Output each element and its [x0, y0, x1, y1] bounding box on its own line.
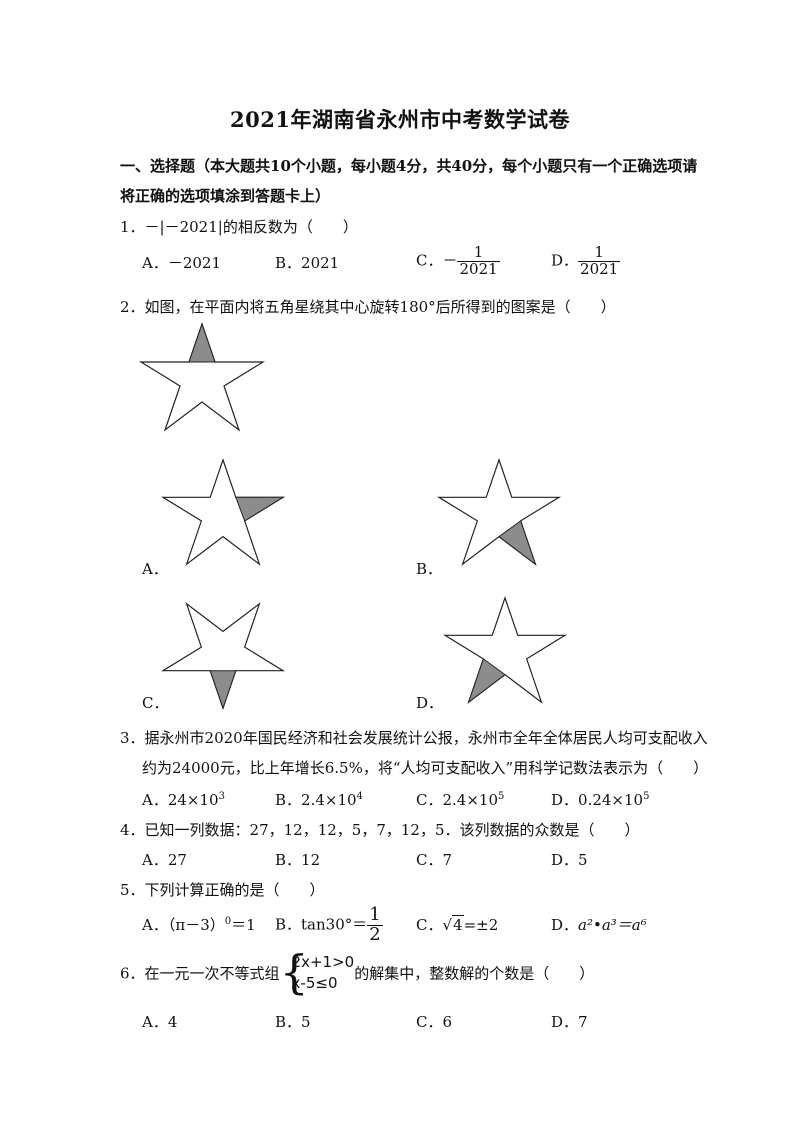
star-outline [160, 602, 286, 710]
q1-d-numerator: 1 [594, 243, 604, 261]
q3-d-exponent: 5 [643, 791, 650, 802]
q6-option-b: B．5 [275, 1013, 311, 1031]
section-heading-line2: 将正确的选项填涂到答题卡上） [120, 187, 331, 205]
question-2-stem: 2．如图，在平面内将五角星绕其中心旋转180°后所得到的图案是（ ） [120, 298, 616, 316]
star-outline [436, 458, 562, 566]
q2-option-a-label: A． [142, 560, 168, 578]
q3-b-exponent: 4 [356, 791, 363, 802]
q6-stem-post: 的解集中，整数解的个数是（ ） [354, 964, 595, 983]
q1-option-a: A．－2021 [142, 254, 222, 272]
inequality-system: {2x+1>0 x-5≤0 [279, 945, 355, 999]
q3-a-base: A．24×10 [142, 791, 219, 809]
q6-option-d: D．7 [551, 1013, 588, 1031]
q3-c-base: C．2.4×10 [416, 791, 498, 809]
q1-c-denominator: 2021 [457, 259, 500, 278]
q5-d-expression: a²•a³＝a⁶ [578, 916, 647, 934]
q1-d-denominator: 2021 [578, 259, 621, 278]
q2-option-c-star [160, 602, 286, 710]
q2-option-d-label: D． [416, 694, 444, 712]
q2-option-a-star [160, 458, 286, 566]
star-shaded-tip [209, 670, 237, 710]
q3-option-a: A．24×103 [142, 789, 225, 810]
q5-c-pre: C． [416, 916, 443, 934]
q6-stem-pre: 6．在一元一次不等式组 [120, 964, 280, 983]
q5-b-numerator: 1 [369, 904, 381, 925]
star-shaded-tip [188, 322, 216, 363]
q6-option-a: A．4 [142, 1013, 178, 1031]
q2-option-c-label: C． [142, 694, 169, 712]
q3-b-base: B．2.4×10 [275, 791, 357, 809]
inequality-1: 2x+1>0 [291, 953, 355, 971]
q4-option-d: D．5 [551, 851, 588, 869]
q5-option-a: A．（π－3）0＝1 [142, 914, 256, 935]
question-3-line2: 约为24000元，比上年增长6.5%，将“人均可支配收入”用科学记数法表示为（ … [142, 759, 709, 777]
q4-option-c: C．7 [416, 851, 453, 869]
q5-option-c: C．√4=±2 [416, 914, 498, 935]
star-shaded-tip [498, 520, 537, 566]
q5-d-pre: D． [551, 916, 579, 934]
q1-option-c-label: C．－ [416, 251, 458, 270]
sqrt-icon: √ [442, 916, 453, 934]
q5-a-post: ＝1 [231, 916, 256, 934]
star-outline [160, 458, 286, 566]
q5-a-exponent: 0 [224, 916, 232, 927]
question-1-stem: 1．－|－2021|的相反数为（ ） [120, 218, 358, 236]
q1-option-d-label: D． [551, 251, 579, 270]
q2-option-b-label: B． [416, 560, 443, 578]
original-star-figure [138, 322, 266, 432]
q6-option-c: C．6 [416, 1013, 453, 1031]
question-5-stem: 5．下列计算正确的是（ ） [120, 881, 325, 899]
section-heading-line1: 一、选择题（本大题共10个小题，每小题4分，共40分，每个小题只有一个正确选项请 [120, 157, 698, 175]
star-shaded-tip [235, 496, 285, 522]
inequality-2: x-5≤0 [291, 974, 338, 992]
q2-option-b-star [436, 458, 562, 566]
q5-c-post: =±2 [463, 916, 499, 934]
q1-option-b: B．2021 [275, 254, 340, 272]
q3-a-exponent: 3 [218, 791, 225, 802]
star-outline [138, 322, 266, 432]
star-outline [442, 596, 568, 704]
page-title: 2021年湖南省永州市中考数学试卷 [230, 107, 570, 132]
q2-option-d-star [442, 596, 568, 704]
question-3-line1: 3．据永州市2020年国民经济和社会发展统计公报，永州市全年全体居民人均可支配收… [120, 729, 708, 747]
q3-d-base: D．0.24×10 [551, 791, 644, 809]
q4-option-b: B．12 [275, 851, 321, 869]
q3-option-d: D．0.24×105 [551, 789, 649, 810]
left-brace-icon: { [279, 945, 309, 999]
q4-option-a: A．27 [142, 851, 187, 869]
question-4-stem: 4．已知一列数据：27，12，12，5，7，12，5．该列数据的众数是（ ） [120, 821, 640, 839]
q3-option-c: C．2.4×105 [416, 789, 504, 810]
q5-option-d: D．a²•a³＝a⁶ [551, 914, 647, 935]
q5-c-radicand: 4 [452, 915, 464, 934]
star-shaded-tip [467, 658, 506, 704]
q5-a-pre: A．（π－3） [142, 916, 225, 934]
q5-b-pre: B．tan30°＝ [275, 915, 368, 934]
q5-b-denominator: 2 [367, 923, 383, 945]
question-6-stem: 6．在一元一次不等式组{2x+1>0 x-5≤0 的解集中，整数解的个数是（ ） [120, 945, 595, 999]
q3-option-b: B．2.4×104 [275, 789, 363, 810]
q1-c-numerator: 1 [473, 243, 484, 261]
q3-c-exponent: 5 [498, 791, 505, 802]
